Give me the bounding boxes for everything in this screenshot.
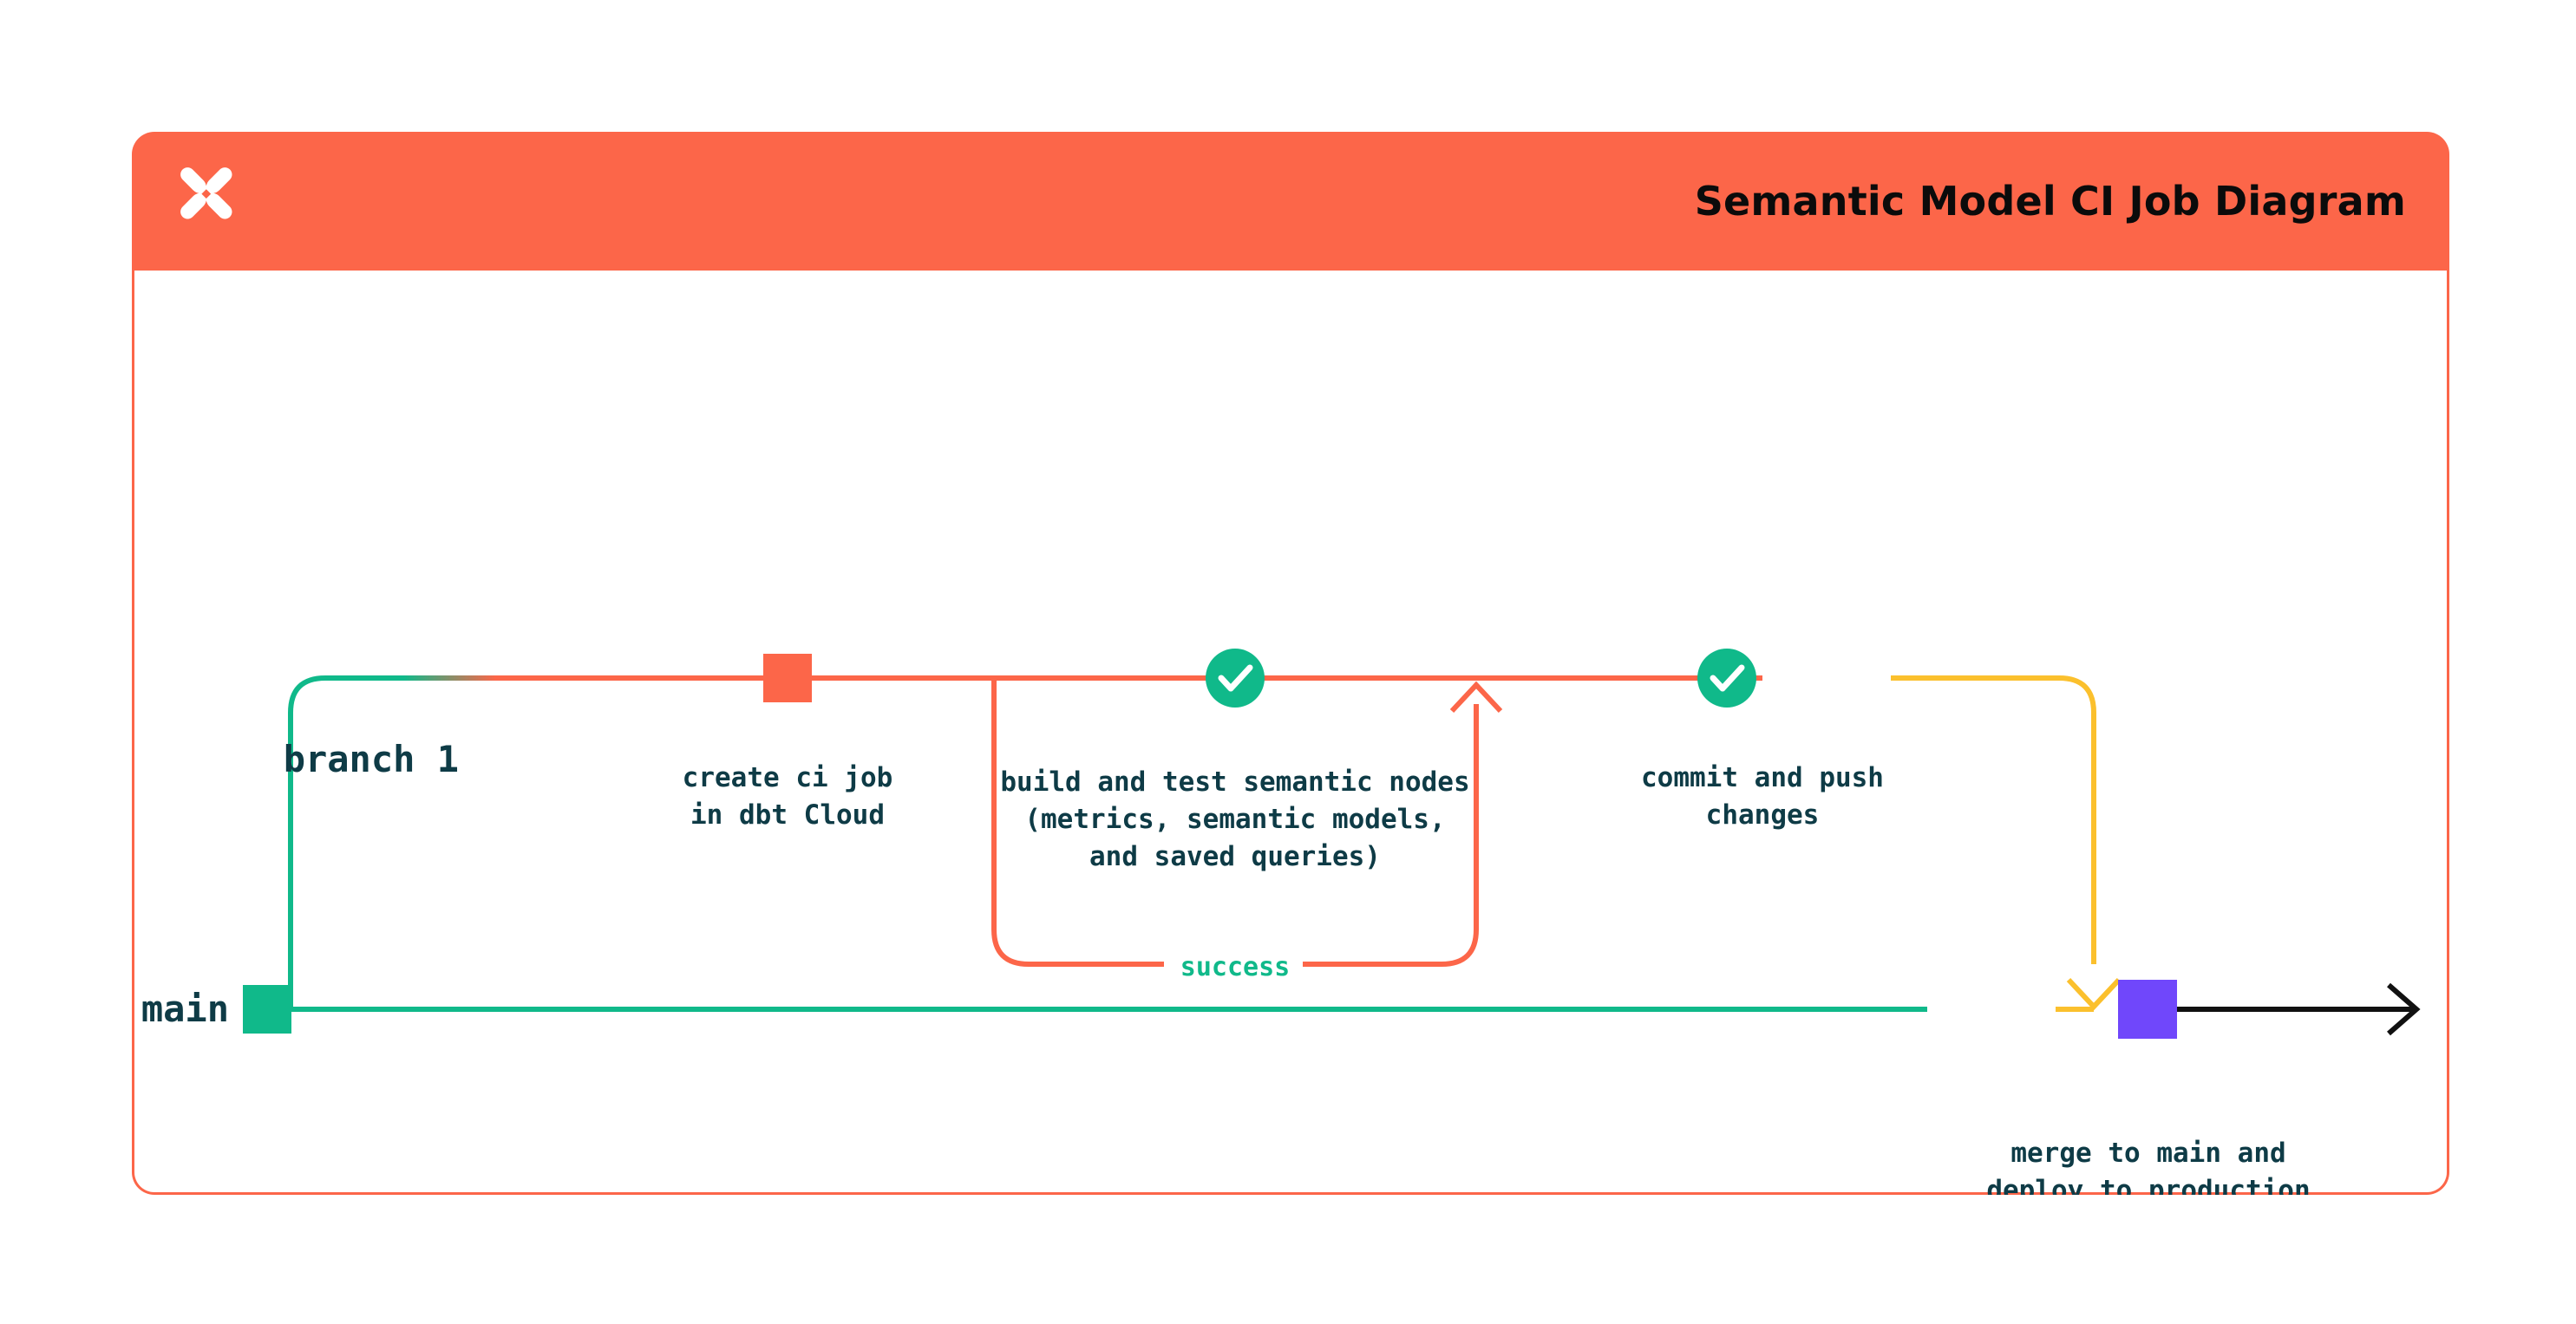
- diagram-card: Semantic Model CI Job Diagram: [132, 132, 2449, 1195]
- lane-label-branch-1: branch 1: [284, 738, 459, 780]
- node-commit-and-push[interactable]: [1697, 649, 1756, 708]
- label-create-ci-job: create ci job in dbt Cloud: [683, 762, 893, 831]
- card-header: Semantic Model CI Job Diagram: [132, 132, 2449, 271]
- label-commit-and-push: commit and push changes: [1641, 762, 1884, 831]
- node-main-start[interactable]: [243, 985, 291, 1034]
- svg-text:changes: changes: [1706, 799, 1820, 831]
- label-merge-to-main: merge to main and deploy to production: [1986, 1138, 2310, 1195]
- label-build-and-test: build and test semantic nodes (metrics, …: [1000, 766, 1469, 872]
- svg-text:build and test semantic nodes: build and test semantic nodes: [1000, 766, 1469, 798]
- card-body: [132, 271, 2449, 1195]
- page-title: Semantic Model CI Job Diagram: [1694, 178, 2406, 225]
- svg-text:and saved queries): and saved queries): [1089, 841, 1381, 872]
- branch-1-line: [288, 675, 2122, 1011]
- ci-job-diagram: success: [132, 271, 2449, 1195]
- dbt-logo-icon: [168, 161, 248, 241]
- main-continue-arrow: [2177, 982, 2421, 1036]
- svg-text:merge to main and: merge to main and: [2010, 1138, 2285, 1169]
- svg-text:in dbt Cloud: in dbt Cloud: [690, 799, 885, 831]
- svg-text:create ci job: create ci job: [683, 762, 893, 793]
- success-edge-label: success: [1180, 952, 1290, 982]
- svg-text:commit and push: commit and push: [1641, 762, 1884, 793]
- success-loop-edge: success: [991, 680, 1503, 982]
- svg-text:deploy to production: deploy to production: [1986, 1175, 2310, 1195]
- svg-text:(metrics, semantic models,: (metrics, semantic models,: [1024, 804, 1445, 835]
- node-create-ci-job[interactable]: [763, 654, 812, 702]
- node-merge-to-main[interactable]: [2118, 980, 2177, 1039]
- node-build-and-test[interactable]: [1206, 649, 1265, 708]
- lane-label-main: main: [141, 988, 229, 1030]
